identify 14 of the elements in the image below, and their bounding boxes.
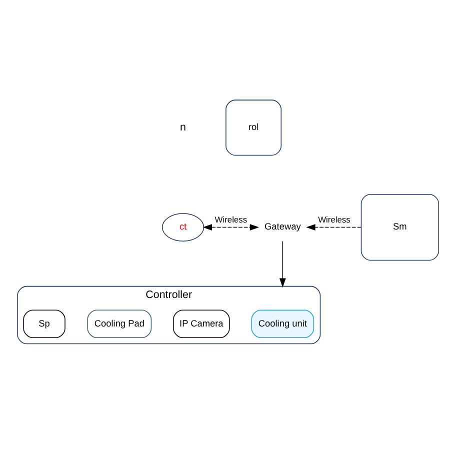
node-box: Sp bbox=[23, 310, 66, 338]
node-box: Sm bbox=[360, 194, 440, 261]
node-box: IP Camera bbox=[173, 310, 230, 338]
label: n bbox=[180, 121, 186, 134]
node-box: Cooling Pad bbox=[87, 310, 152, 338]
edge-label: Wireless bbox=[318, 214, 350, 225]
node-ellipse: ct bbox=[162, 213, 204, 242]
arrow bbox=[279, 240, 286, 288]
node-text: Gateway bbox=[264, 222, 301, 232]
arrow bbox=[306, 224, 362, 231]
arrow bbox=[202, 224, 260, 231]
edge-label: Wireless bbox=[214, 214, 248, 225]
node-box: Cooling unit bbox=[251, 310, 314, 338]
node-box: rol bbox=[226, 100, 282, 156]
